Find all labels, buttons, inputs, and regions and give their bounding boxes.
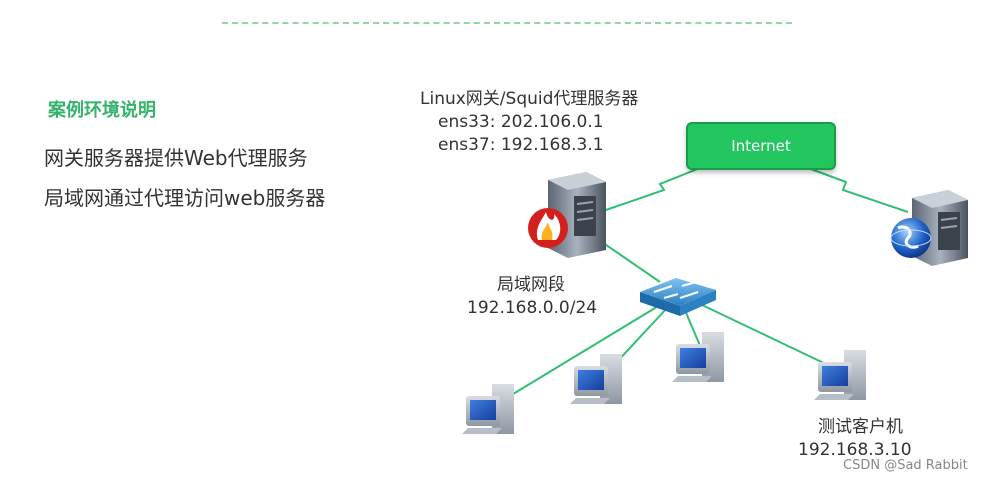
client-pc-icon	[672, 332, 724, 382]
gateway-title: Linux网关/Squid代理服务器	[420, 89, 639, 109]
test-client-name: 测试客户机	[818, 417, 903, 437]
switch-icon	[640, 278, 716, 316]
description-line-1: 网关服务器提供Web代理服务	[44, 146, 308, 170]
gateway-ens33: ens33: 202.106.0.1	[438, 112, 604, 132]
description-line-2: 局域网通过代理访问web服务器	[44, 186, 326, 210]
internet-label: Internet	[731, 137, 791, 155]
firewall-flame-icon	[528, 208, 568, 248]
client-pc-icon	[814, 350, 866, 400]
gateway-internet-link	[599, 167, 701, 213]
switch-client-link	[699, 303, 831, 367]
switch-pc1-link	[489, 304, 661, 409]
lan-segment-name: 局域网段	[497, 275, 565, 295]
top-dashed-divider	[222, 22, 792, 24]
lan-segment-cidr: 192.168.0.0/24	[467, 298, 598, 318]
gateway-ens37: ens37: 192.168.3.1	[438, 135, 604, 155]
gateway-switch-link	[595, 237, 661, 283]
internet-webserver-link	[807, 167, 909, 213]
slide-heading: 案例环境说明	[48, 100, 156, 121]
watermark: CSDN @Sad Rabbit	[843, 458, 968, 473]
test-client-ip: 192.168.3.10	[798, 440, 912, 460]
globe-icon	[890, 218, 932, 258]
client-pc-icon	[570, 354, 622, 404]
internet-node: Internet	[686, 122, 836, 170]
client-pc-icon	[462, 384, 514, 434]
